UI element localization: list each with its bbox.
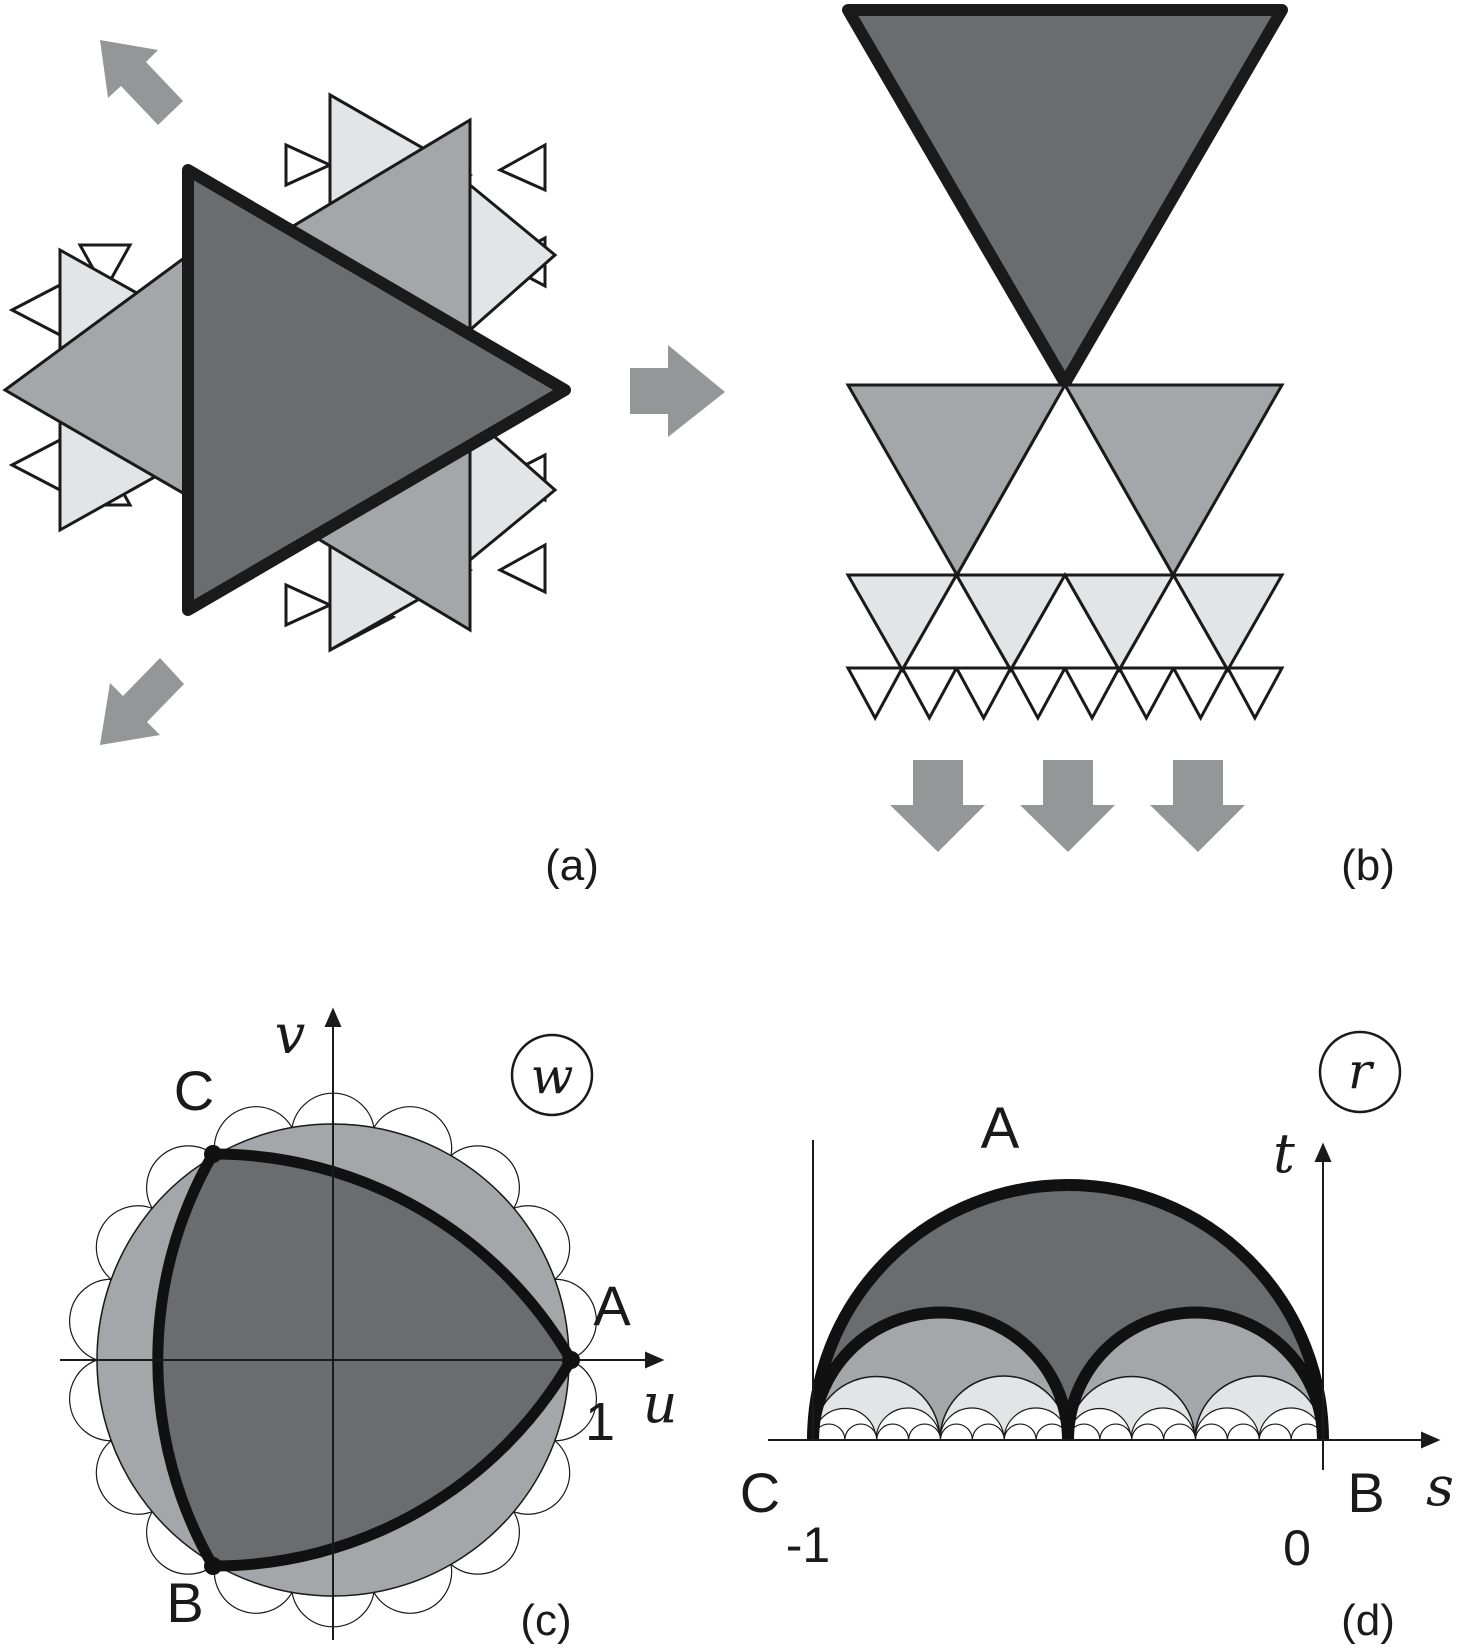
row4-triangle xyxy=(899,666,960,722)
panel-a: (a) xyxy=(2,40,725,890)
row3-triangle xyxy=(1170,573,1285,674)
panel-d-white-arc xyxy=(971,1423,1005,1441)
panel-c-label: (c) xyxy=(520,1596,571,1645)
panel-c-tick-one: 1 xyxy=(585,1392,615,1452)
panel-d-white-arc xyxy=(1003,1423,1037,1441)
panel-c-vertex-b-dot xyxy=(204,1557,222,1575)
panel-c-vertex-b-label: B xyxy=(166,1571,203,1634)
panel-d-white-arc xyxy=(1131,1423,1165,1441)
arrow-down-icon xyxy=(1150,760,1245,852)
panel-b: (b) xyxy=(842,4,1395,890)
arrow-right-icon xyxy=(630,345,725,437)
panel-d-white-arc xyxy=(1099,1423,1133,1441)
panel-d-white-arc xyxy=(1226,1423,1260,1441)
row4-triangle xyxy=(1008,666,1068,722)
panel-d: r t s A B C -1 0 (d) xyxy=(740,1030,1454,1645)
panel-d-vertex-c-label: C xyxy=(740,1461,780,1524)
panel-d-white-arc xyxy=(844,1423,878,1441)
panel-d-white-arc xyxy=(1194,1423,1228,1441)
panel-d-left-arc-edge xyxy=(807,1306,1074,1441)
panel-c-plane-label: w xyxy=(531,1047,574,1105)
panel-c-u-arrowhead xyxy=(645,1351,665,1369)
panel-d-t-arrowhead xyxy=(1314,1142,1332,1162)
panel-c-vertex-c-label: C xyxy=(174,1059,214,1122)
panel-a-main-triangle xyxy=(182,164,571,616)
panel-d-label: (d) xyxy=(1341,1596,1395,1645)
row4-triangle xyxy=(1225,666,1285,722)
panel-c-vertex-a-label: A xyxy=(593,1274,631,1337)
panel-d-tick-minus-one: -1 xyxy=(786,1517,830,1573)
panel-c-vertex-a-dot xyxy=(562,1351,580,1369)
panel-b-row2 xyxy=(845,381,1285,579)
panel-d-plane-label: r xyxy=(1348,1042,1375,1100)
panel-c-vertex-c-dot xyxy=(204,1145,222,1163)
panel-c: w v u 1 A B C (c) xyxy=(60,1003,677,1645)
row4-triangle xyxy=(1170,666,1231,722)
panel-b-row4 xyxy=(845,666,1285,722)
panel-d-outer-arc-edge xyxy=(807,1179,1329,1441)
panel-d-white-arc xyxy=(1258,1423,1292,1441)
row4-triangle xyxy=(1062,666,1122,722)
panel-b-label: (b) xyxy=(1341,841,1395,890)
arrow-upleft-icon xyxy=(100,40,183,125)
panel-b-row3 xyxy=(845,571,1285,674)
panel-d-white-arc xyxy=(876,1423,910,1441)
arrow-down-icon xyxy=(890,760,985,852)
panel-d-white-arc xyxy=(939,1423,973,1441)
panel-c-v-arrowhead xyxy=(324,1007,342,1027)
panel-d-white-arc xyxy=(1163,1423,1197,1441)
arrow-downleft-icon xyxy=(100,658,184,745)
panel-d-s-label: s xyxy=(1426,1455,1454,1518)
panel-d-vertex-a-label: A xyxy=(981,1096,1020,1161)
panel-a-label: (a) xyxy=(545,841,599,890)
row4-triangle xyxy=(845,666,905,722)
panel-d-tick-zero: 0 xyxy=(1283,1520,1311,1576)
panel-d-vertex-b-label: B xyxy=(1347,1461,1384,1524)
panel-c-u-label: u xyxy=(643,1372,678,1435)
panel-d-right-arc-edge xyxy=(1062,1306,1329,1441)
panel-d-white-arc xyxy=(908,1423,942,1441)
panel-d-s-arrowhead xyxy=(1421,1431,1441,1449)
panel-d-t-label: t xyxy=(1273,1122,1295,1185)
row4-triangle xyxy=(953,666,1014,722)
panel-c-v-label: v xyxy=(275,1003,306,1066)
panel-d-plane-circle xyxy=(1318,1030,1402,1114)
panel-b-main-triangle xyxy=(842,4,1288,389)
panel-c-plane-circle xyxy=(510,1033,594,1117)
arrow-down-icon xyxy=(1020,760,1115,852)
row4-triangle xyxy=(1116,666,1177,722)
